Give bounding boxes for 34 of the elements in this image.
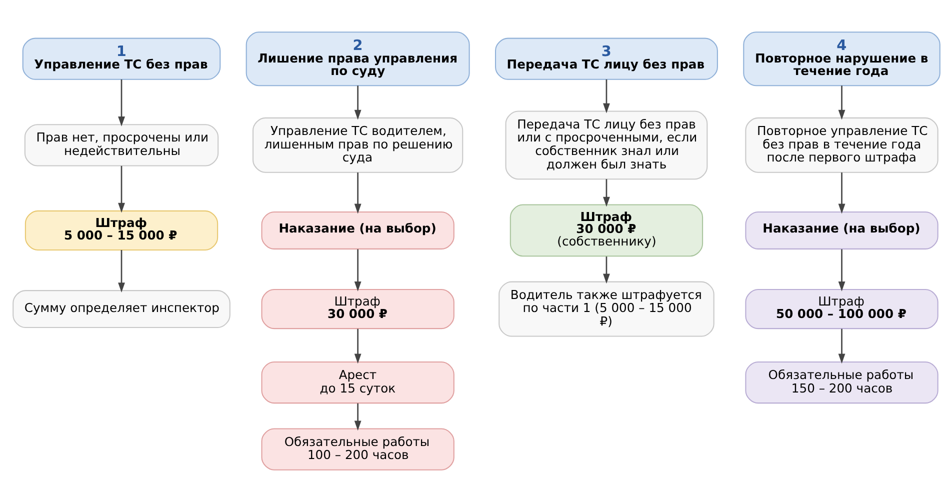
- arrow: [354, 402, 361, 430]
- node-box: 3 Передача ТС лицу без прав: [494, 37, 718, 80]
- arrow: [354, 85, 361, 120]
- node-box: 1 Управление ТС без прав: [22, 37, 220, 80]
- node-box: Обязательные работы 150 – 200 часов: [744, 360, 938, 404]
- arrow: [838, 248, 845, 291]
- node-box: Наказание (на выбор): [744, 210, 938, 249]
- node-box: Повторное управление ТС без прав в течение года после первого штрафа: [744, 116, 938, 172]
- arrow: [602, 256, 610, 284]
- arrow: [838, 328, 845, 364]
- arrow: [602, 78, 610, 113]
- arrow: [118, 78, 124, 126]
- node-box: Сумму определяет инспектор: [12, 290, 230, 328]
- node-box: Арест до 15 суток: [260, 360, 454, 404]
- arrow: [354, 328, 361, 364]
- node-box: Обязательные работы 100 – 200 часов: [260, 428, 454, 470]
- arrow: [354, 248, 361, 291]
- arrow: [118, 250, 124, 292]
- arrow: [354, 172, 361, 214]
- node-box: 2 Лишение права управления по суду: [245, 31, 470, 86]
- node-box: Водитель также штрафуется по части 1 (5 000 – 15 000 ₽): [498, 280, 714, 336]
- node-box: Прав нет, просрочены или недействительны: [24, 124, 218, 166]
- node-box: Штраф 30 000 ₽: [260, 288, 454, 329]
- arrow: [602, 178, 610, 206]
- arrow: [118, 165, 124, 212]
- node-box: 4 Повторное нарушение в течение года: [742, 31, 940, 86]
- node-box: Штраф 5 000 – 15 000 ₽: [24, 210, 218, 250]
- node-box: Штраф 50 000 – 100 000 ₽: [744, 288, 938, 329]
- arrow: [838, 85, 845, 120]
- node-box: Наказание (на выбор): [260, 210, 454, 249]
- node-box: Передача ТС лицу без прав или с просроченными, если собственник знал или должен был знать: [504, 110, 708, 180]
- arrow: [838, 172, 845, 214]
- node-box: Штраф 30 000 ₽ (собственнику): [509, 204, 703, 256]
- node-box: Управление ТС водителем, лишенным прав по решению суда: [252, 116, 463, 172]
